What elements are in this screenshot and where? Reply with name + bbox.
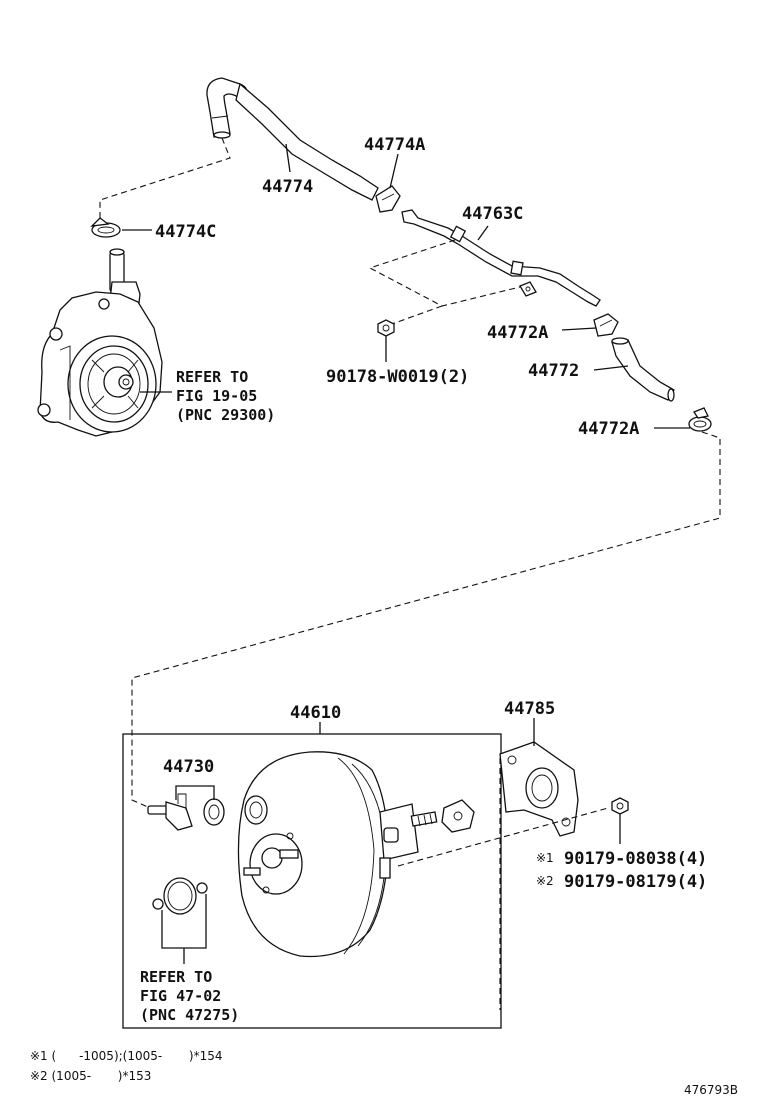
refer-pump-line1: REFER TO — [176, 368, 248, 386]
label-44774A: 44774A — [364, 135, 425, 155]
refer-seal-line2: FIG 47-02 — [140, 987, 221, 1005]
nut-90178-W0019 — [377, 319, 395, 337]
dashed-line-hose-to-pump — [99, 137, 231, 222]
hose-clip-44772A-upper — [593, 313, 619, 337]
footnote-2: ※2 (1005- )*153 — [30, 1069, 151, 1083]
label-90179-08179: 90179-08179(4) — [564, 872, 707, 892]
mark-1: ※1 — [536, 851, 554, 865]
hose-clip-44772A-lower — [688, 407, 712, 432]
vacuum-hose-44772 — [611, 337, 675, 402]
nut-90179 — [611, 797, 629, 815]
dashed-line-hose-to-check-valve — [131, 431, 721, 809]
label-44774: 44774 — [262, 177, 313, 197]
dashed-line-pipe-bracket — [368, 239, 521, 307]
vacuum-pipe-44763C — [401, 209, 601, 307]
hose-clip-44774C — [90, 217, 121, 238]
master-cylinder-seal — [152, 877, 208, 915]
footnote-1: ※1 ( -1005);(1005- )*154 — [30, 1049, 223, 1063]
leader-44774A — [389, 153, 399, 189]
leader-44772A-upper — [561, 327, 597, 331]
push-rod-clevis — [441, 799, 475, 833]
vacuum-hose-44774 — [206, 77, 379, 201]
hose-clip-44774A — [375, 185, 401, 213]
dashed-line-bracket-nut — [391, 305, 443, 325]
figure-id: 476793B — [684, 1083, 738, 1097]
leader-44763C — [477, 225, 489, 241]
refer-seal-line3: (PNC 47275) — [140, 1006, 239, 1024]
label-44610: 44610 — [290, 703, 341, 723]
check-valve-44730 — [147, 793, 225, 831]
dashed-line-mounting-stud — [397, 807, 609, 867]
refer-seal-line1: REFER TO — [140, 968, 212, 986]
leader-44730 — [175, 785, 215, 800]
leader-44774 — [285, 143, 291, 173]
label-90179-08038: 90179-08038(4) — [564, 849, 707, 869]
vacuum-pump — [37, 248, 163, 437]
brake-booster-44610 — [237, 751, 438, 958]
mark-2: ※2 — [536, 874, 554, 888]
label-90178-W0019: 90178-W0019(2) — [326, 367, 469, 387]
label-44772A-upper: 44772A — [487, 323, 548, 343]
label-44730: 44730 — [163, 757, 214, 777]
label-44774C: 44774C — [155, 222, 216, 242]
assembly-frame-44610 — [122, 733, 502, 1029]
label-44772A-lower: 44772A — [578, 419, 639, 439]
leader-44772 — [593, 365, 629, 371]
label-44785: 44785 — [504, 699, 555, 719]
refer-pump-line3: (PNC 29300) — [176, 406, 275, 424]
refer-pump-line2: FIG 19-05 — [176, 387, 257, 405]
label-44772: 44772 — [528, 361, 579, 381]
label-44763C: 44763C — [462, 204, 523, 224]
booster-gasket-44785 — [499, 741, 579, 837]
